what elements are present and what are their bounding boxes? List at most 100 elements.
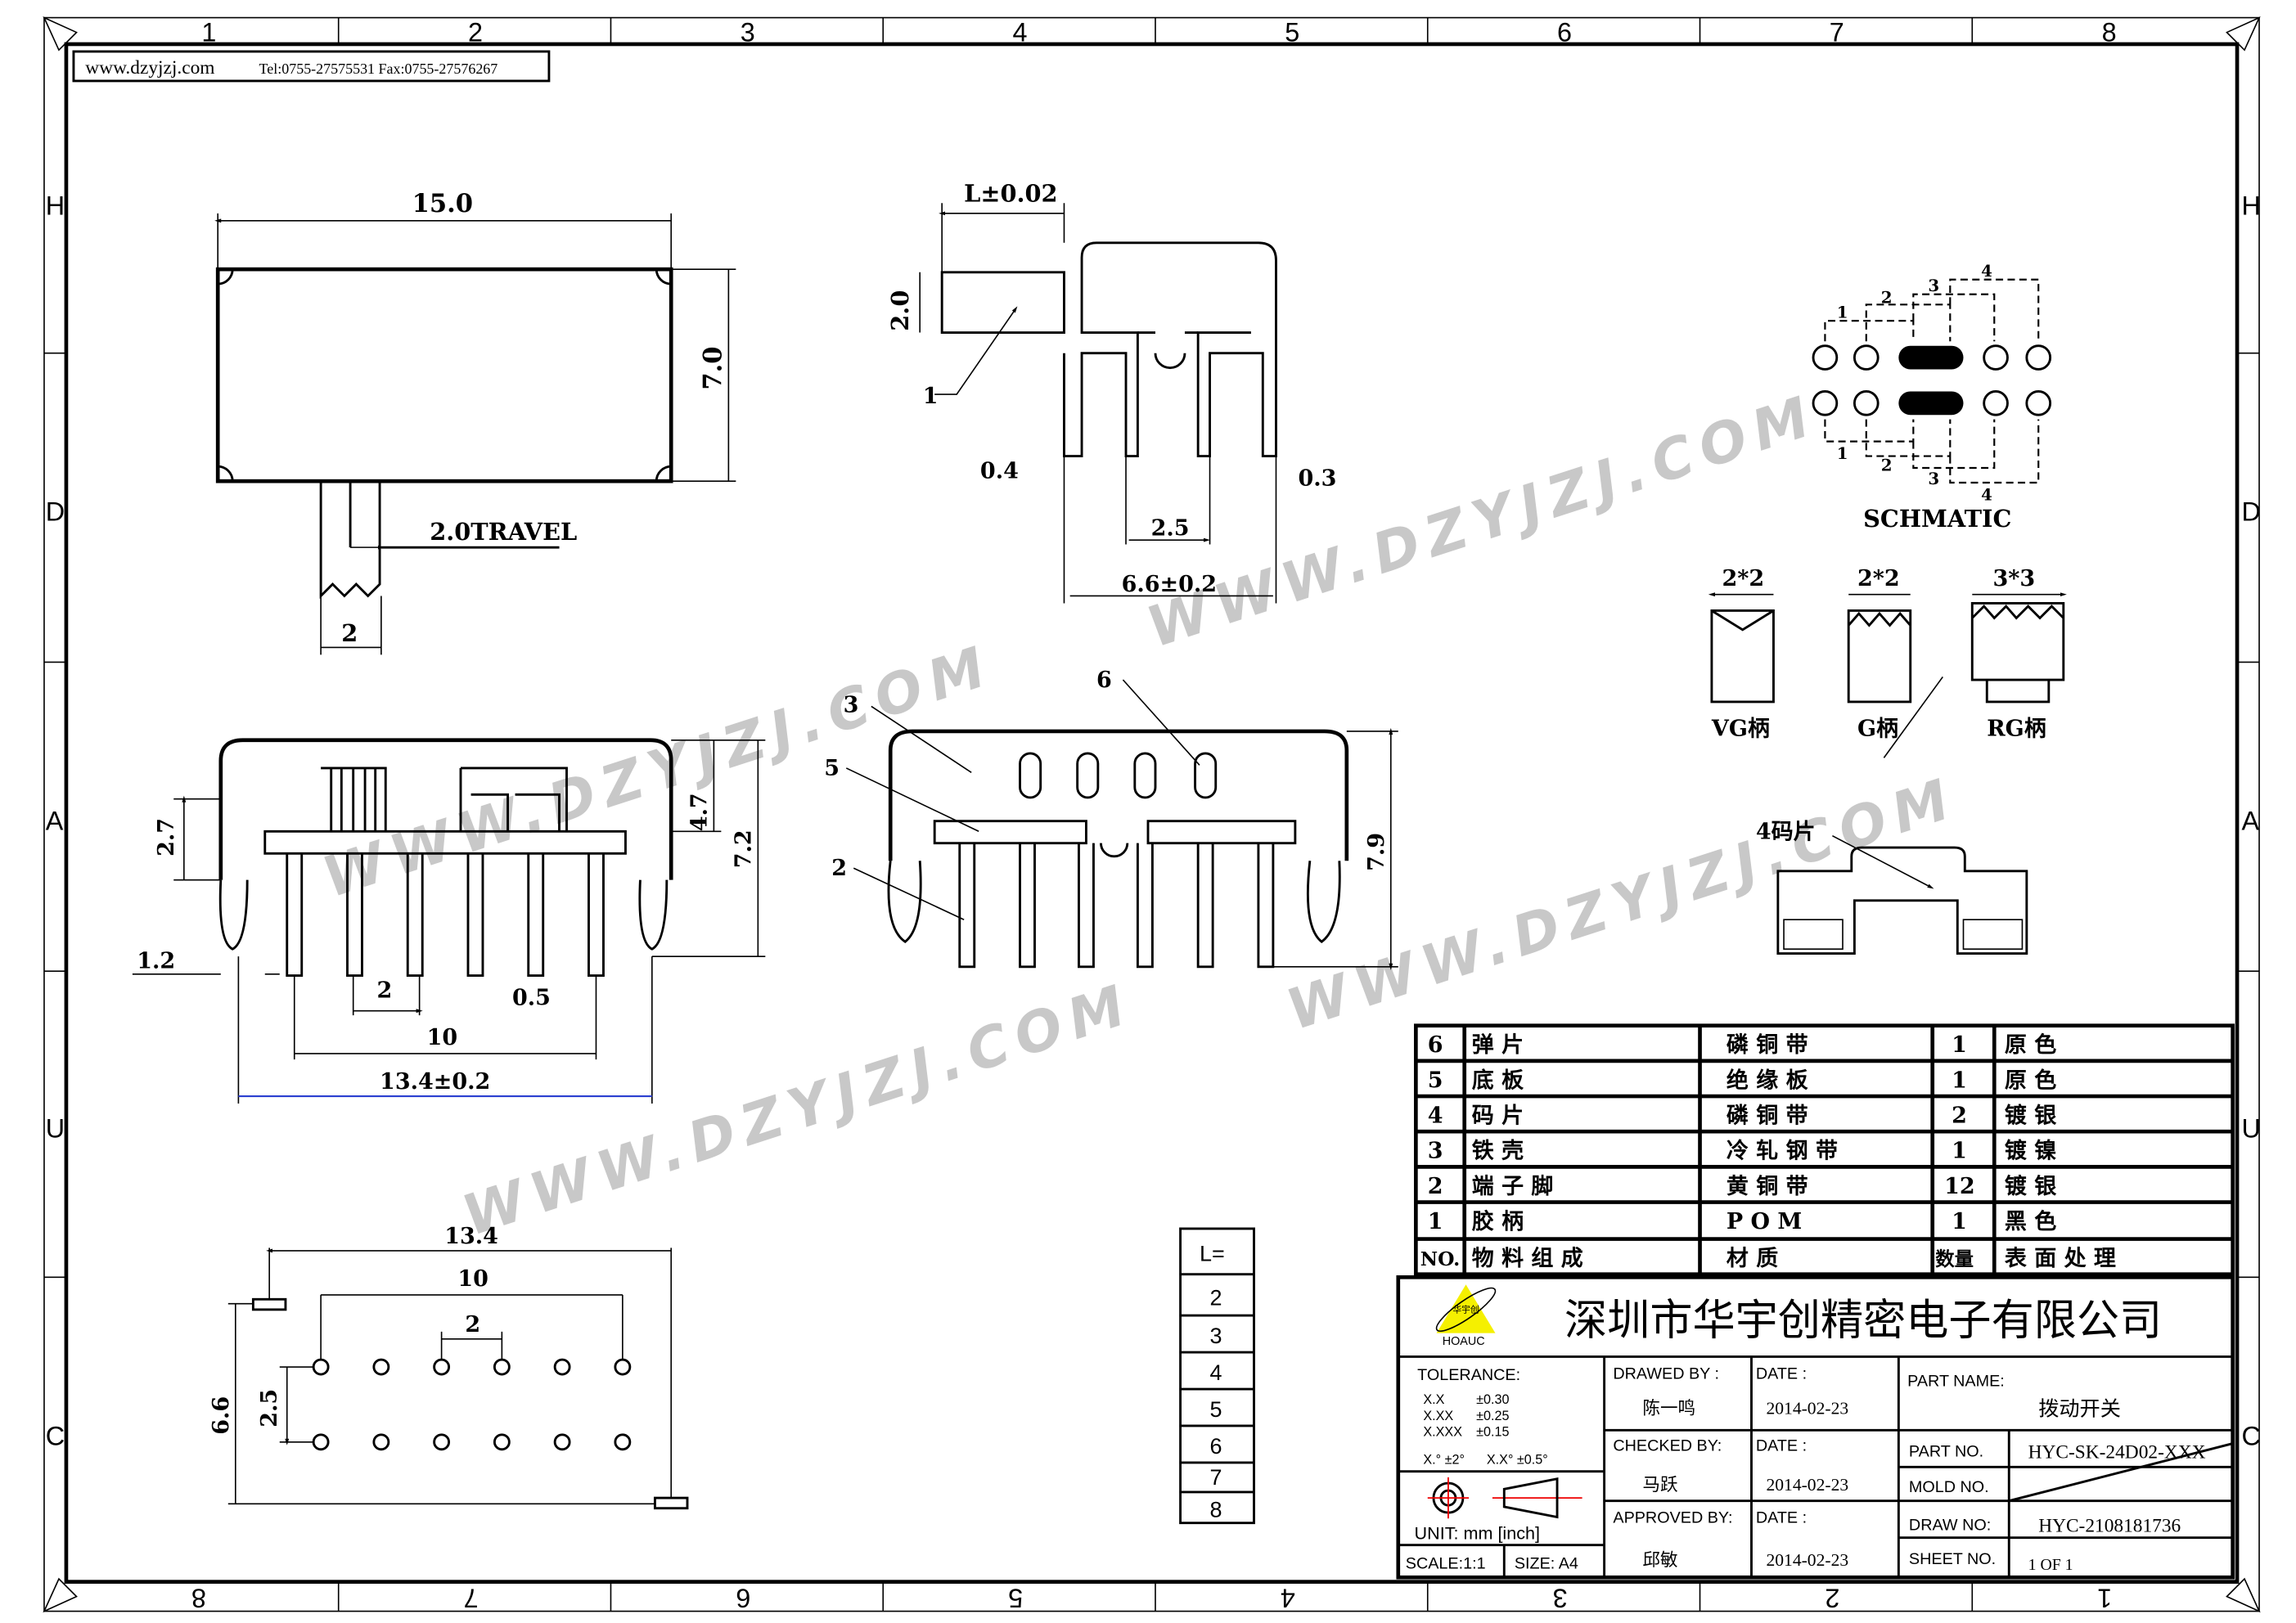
text-bom-rows-4-qty: 12 [1944, 1174, 1975, 1199]
draw-number: HYC-2108181736 [2038, 1515, 2181, 1536]
length-value: 6 [1210, 1434, 1222, 1459]
text-bom-rows-0-finish: 原 色 [2005, 1032, 2056, 1058]
ruler-label: 2 [1825, 1584, 1839, 1613]
right-view: 3 5 2 6 7.9 [824, 668, 1398, 970]
scale-text: SCALE:1:1 [1406, 1554, 1486, 1572]
dim-height: 2.0 [886, 290, 914, 331]
watermarks: WWW.DZYJZJ.COM WWW.DZYJZJ.COM WWW.DZYJZJ… [316, 383, 1965, 1249]
text-bom-rows-5-no: 1 [1428, 1209, 1443, 1234]
schematic-label: 3 [1928, 276, 1939, 295]
length-value: 5 [1210, 1397, 1222, 1422]
dim-row-pitch: 2.5 [257, 1389, 282, 1427]
text-bom-rows-4-no: 2 [1428, 1174, 1443, 1199]
text-title_block-approved_by_label: APPROVED BY: [1613, 1509, 1732, 1527]
bom-header-row: NO.物 料 组 成材 质数量表 面 处 理 [1420, 1245, 2116, 1271]
ruler-label: 5 [1008, 1584, 1023, 1613]
length-value: 3 [1210, 1324, 1222, 1348]
handle-types: 2*2 2*2 3*3 VG柄 G柄 RG柄 [1711, 566, 2064, 758]
side-view: L±0.02 2.0 1 0.4 0.3 2.5 6.6±0.2 [886, 179, 1336, 604]
text-title_block-date_label: DATE : [1756, 1509, 1807, 1527]
ruler-label: 7 [1830, 17, 1844, 47]
title-block: 华宇创 HOAUC 深圳市华宇创精密电子有限公司 TOLERANCE: X.X±… [1396, 1275, 2235, 1580]
text-bom-header-qty: 数量 [1935, 1248, 1974, 1270]
dim-pin-width: 0.4 [980, 459, 1019, 484]
schematic-label: 2 [1881, 456, 1893, 475]
text-bom-rows-2-part: 码 片 [1472, 1103, 1524, 1128]
dim-pitch: 2.5 [1151, 516, 1190, 542]
text-bom-header-part: 物 料 组 成 [1472, 1245, 1583, 1271]
text-bom-rows-4-material: 黄 铜 带 [1727, 1174, 1808, 1199]
text-bom-rows-3-no: 3 [1428, 1139, 1443, 1164]
dim-pin-thickness: 0.3 [1298, 466, 1336, 492]
logo-text-cn: 华宇创 [1452, 1304, 1479, 1315]
date-value: 2014-02-23 [1766, 1475, 1848, 1495]
dim-width: 15.0 [412, 189, 473, 218]
ruler-top: 1 2 3 4 5 6 7 8 [201, 17, 2116, 47]
date-value: 2014-02-23 [1766, 1550, 1848, 1570]
text-title_block-part_name_label: PART NAME: [1907, 1372, 2005, 1390]
text-title_block-tolerances-0-v: ±0.30 [1476, 1392, 1509, 1407]
text-title_block-tolerances-0-k: X.X [1423, 1392, 1444, 1407]
text-bom-rows-5-finish: 黑 色 [2005, 1208, 2056, 1234]
ruler-label: 1 [2097, 1584, 2112, 1613]
text-bom-rows-2-no: 4 [1428, 1103, 1443, 1128]
length-value: 2 [1210, 1285, 1222, 1310]
date-value: 2014-02-23 [1766, 1399, 1848, 1418]
dim-h2: 4.7 [687, 793, 712, 831]
text-bom-rows-3-part: 铁 壳 [1472, 1139, 1524, 1164]
ruler-label: H [46, 191, 65, 221]
text-bom-rows-1-no: 5 [1428, 1068, 1443, 1093]
company-logo: 华宇创 HOAUC [1435, 1284, 1497, 1348]
schematic-title: SCHMATIC [1863, 505, 2011, 533]
text-bom-rows-5-material: P O M [1727, 1209, 1802, 1234]
callout-2: 2 [831, 856, 847, 881]
text-bom-rows-5-part: 胶 柄 [1472, 1208, 1524, 1234]
ruler-label: 8 [191, 1584, 206, 1613]
contact-piece-label: 4码片 [1756, 819, 1816, 844]
handle-name: G柄 [1857, 716, 1898, 741]
text-title_block-tolerances-2-k: X.XXX [1423, 1425, 1462, 1440]
schematic-label: 3 [1928, 469, 1939, 488]
schematic-label: 4 [1981, 485, 1992, 505]
text-bom-header-no: NO. [1420, 1248, 1460, 1270]
dim-height: 6.6 [209, 1396, 234, 1435]
text-bom-rows-1-material: 绝 缘 板 [1727, 1067, 1808, 1093]
dim-pin: 0.5 [512, 986, 551, 1011]
size-text: SIZE: A4 [1515, 1554, 1578, 1572]
callout-6: 6 [1096, 668, 1112, 693]
ruler-label: 6 [1557, 17, 1572, 47]
dim-height: 7.9 [1364, 833, 1389, 871]
ruler-label: 8 [2102, 17, 2117, 47]
ruler-ticks [43, 17, 2260, 1612]
text-title_block-part_no_label: PART NO. [1909, 1443, 1983, 1461]
ruler-left: H D A U C H D A U C [46, 191, 2261, 1451]
dim-offset: 1.2 [137, 949, 175, 974]
text-bom-rows-0-qty: 1 [1952, 1032, 1967, 1058]
dim-actuator: 2 [341, 619, 358, 647]
part-number: HYC-SK-24D02-XXX [2028, 1442, 2206, 1463]
text-bom-rows-1-part: 底 板 [1472, 1067, 1524, 1093]
dim-height: 7.0 [698, 346, 727, 389]
text-title_block-drawn_by_label: DRAWED BY : [1613, 1364, 1719, 1382]
ruler-bottom: 8 7 6 5 4 3 2 1 [191, 1584, 2112, 1613]
handle-size: 2*2 [1722, 566, 1765, 591]
watermark: WWW.DZYJZJ.COM [316, 633, 1002, 911]
drawn-by: 陈一鸣 [1642, 1398, 1695, 1418]
text-bom-rows-1-qty: 1 [1952, 1068, 1967, 1093]
pcb-layout: 13.4 10 2 2.5 6.6 [209, 1224, 689, 1510]
text-title_block-checked_by_label: CHECKED BY: [1613, 1437, 1722, 1455]
text-title_block-draw_no_label: DRAW NO: [1909, 1517, 1991, 1535]
ruler-label: U [46, 1113, 65, 1143]
ruler-label: 1 [201, 17, 216, 47]
dim-travel: 2.0TRAVEL [430, 518, 577, 546]
ruler-label: 2 [468, 17, 483, 47]
dim-total: 13.4±0.2 [380, 1069, 490, 1095]
text-bom-rows-0-material: 磷 铜 带 [1727, 1032, 1808, 1058]
length-value: 4 [1210, 1360, 1222, 1385]
